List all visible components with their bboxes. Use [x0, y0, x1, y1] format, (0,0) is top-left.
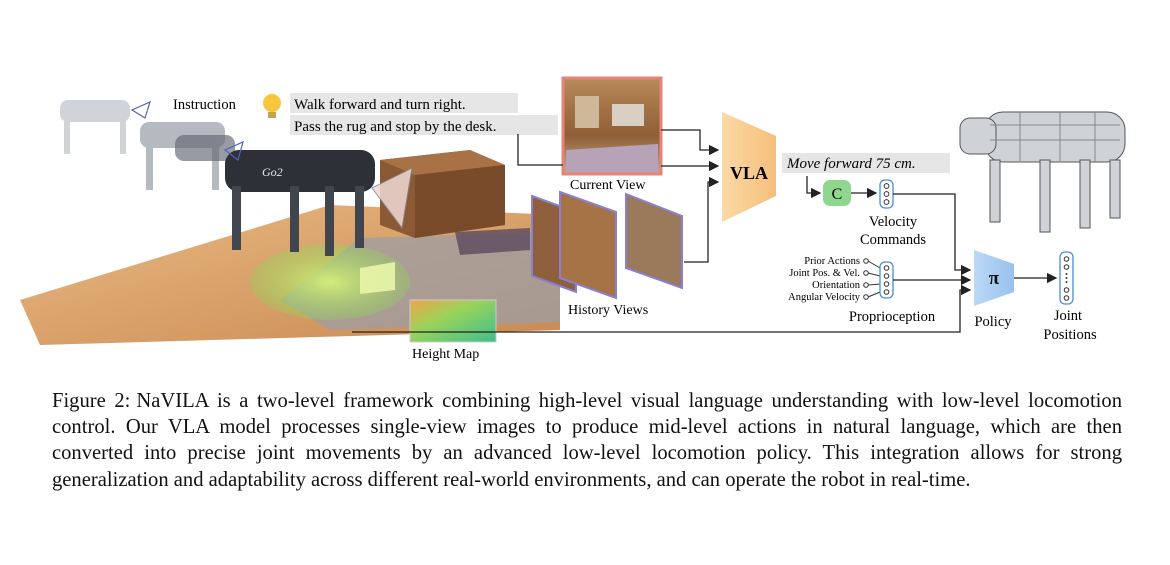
- caption-label: Figure 2:: [52, 390, 131, 412]
- velocity-connector: [893, 193, 972, 276]
- joint-label-1: Joint: [1054, 308, 1082, 324]
- instruction-line-2: Pass the rug and stop by the desk.: [294, 119, 496, 135]
- height-map-image: [409, 299, 497, 343]
- history-views-images: [531, 190, 683, 300]
- robot-ghost-3: [175, 135, 235, 161]
- camera-frustum-icon: [130, 100, 151, 119]
- navila-diagram-svg: Go2 Instruction Walk forward and turn ri…: [20, 76, 1126, 362]
- vla-block: [722, 112, 776, 222]
- instruction-label: Instruction: [173, 97, 237, 113]
- proprio-input-3: Angular Velocity: [788, 292, 861, 303]
- concat-symbol: C: [832, 186, 843, 203]
- velocity-label-2: Commands: [860, 232, 926, 248]
- history-connector: [684, 176, 720, 263]
- history-views-label: History Views: [568, 303, 648, 318]
- robot-wireframe-image: [959, 111, 1126, 233]
- velocity-vector-icon: [879, 179, 894, 209]
- velocity-label-1: Velocity: [869, 214, 918, 230]
- height-map-label: Height Map: [412, 347, 479, 362]
- robot-ghost-1: [60, 100, 130, 154]
- mid-action-text: Move forward 75 cm.: [786, 156, 916, 172]
- policy-block: [974, 250, 1014, 306]
- current-view-image: [561, 76, 663, 176]
- concat-block: [823, 180, 851, 206]
- height-map-connector: [352, 284, 972, 333]
- policy-label: Policy: [974, 314, 1012, 330]
- caption-text: NaVILA is a two-level framework combinin…: [52, 390, 1122, 491]
- robot-badge: Go2: [262, 165, 283, 179]
- proprio-vector-icon: [879, 261, 894, 299]
- instruction-line-1: Walk forward and turn right.: [294, 97, 466, 113]
- camera-frustum-icon: [371, 167, 413, 230]
- joint-vector-icon: [1059, 251, 1074, 305]
- current-view-connector: [661, 129, 720, 156]
- proprio-input-2: Orientation: [812, 280, 861, 291]
- lightbulb-icon: [263, 94, 281, 118]
- instruction-connector: [517, 134, 563, 166]
- robot-go2-image: Go2: [225, 150, 375, 256]
- instruction-bg-1: [290, 93, 518, 113]
- proprioception-label: Proprioception: [849, 309, 936, 325]
- camera-frustum-icon: [223, 140, 244, 162]
- vla-label: VLA: [730, 163, 768, 183]
- instruction-bg-2: [290, 115, 558, 135]
- figure-caption: Figure 2:NaVILA is a two-level framework…: [52, 388, 1122, 493]
- joint-label-2: Positions: [1043, 327, 1097, 343]
- proprio-input-1: Joint Pos. & Vel.: [789, 268, 860, 279]
- policy-symbol: π: [989, 268, 1000, 289]
- proprio-wires: [863, 258, 881, 300]
- mid-action-bg: [782, 153, 950, 173]
- current-view-label: Current View: [570, 178, 646, 193]
- proprio-input-0: Prior Actions: [804, 256, 860, 267]
- figure-diagram: Go2 Instruction Walk forward and turn ri…: [20, 76, 1126, 362]
- action-connector: [806, 176, 822, 199]
